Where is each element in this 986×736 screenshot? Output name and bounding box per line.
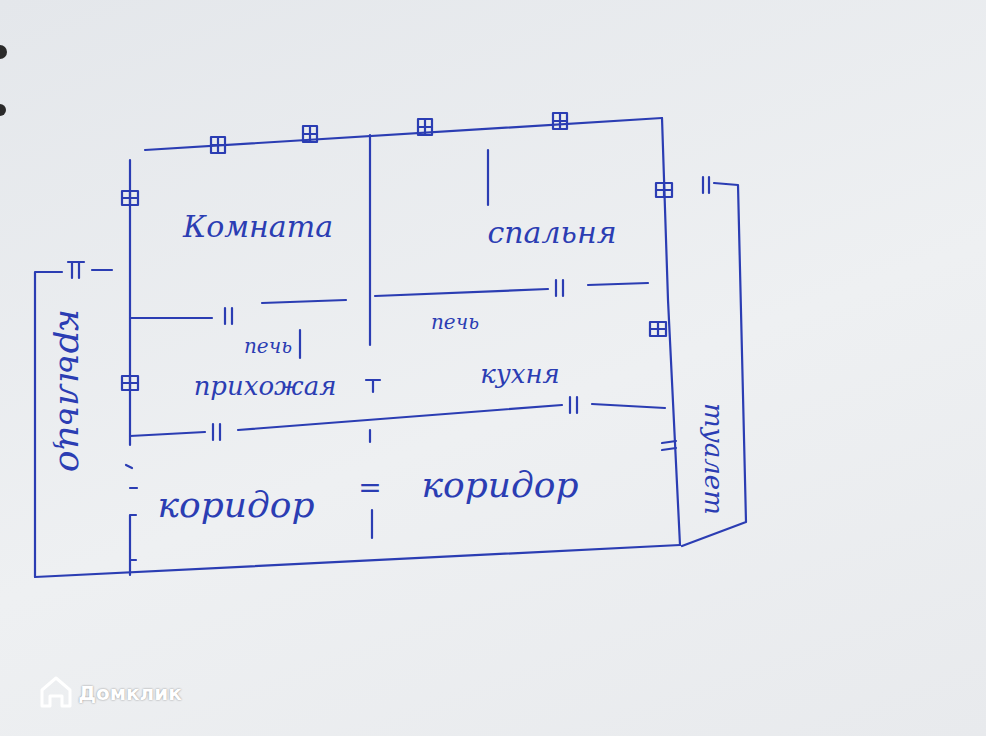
room-name: коридор bbox=[156, 484, 317, 525]
room-area: коридор bbox=[156, 484, 317, 528]
door-mark bbox=[556, 280, 563, 296]
door-mark bbox=[703, 177, 709, 193]
room-area: туалет bbox=[697, 402, 729, 518]
window-symbol bbox=[650, 322, 666, 336]
room-area: кухня bbox=[478, 360, 562, 392]
door-mark bbox=[662, 441, 676, 450]
partition-mark bbox=[366, 380, 380, 392]
wall bbox=[130, 300, 346, 318]
window-symbol bbox=[122, 376, 138, 390]
window-symbol bbox=[303, 126, 317, 142]
window-symbol bbox=[553, 113, 567, 129]
binder-hole bbox=[0, 104, 6, 116]
watermark: Домклик bbox=[78, 682, 182, 705]
room-area: Комната bbox=[181, 210, 336, 247]
room-name: коридор bbox=[420, 464, 581, 505]
room-name: кухня bbox=[478, 360, 562, 390]
door-mark bbox=[570, 397, 577, 413]
door-mark bbox=[225, 308, 232, 324]
wall bbox=[487, 150, 489, 205]
stove-mark bbox=[299, 330, 301, 358]
window-symbol bbox=[656, 183, 672, 197]
wall bbox=[130, 404, 665, 436]
binder-hole bbox=[0, 45, 7, 59]
room-name: туалет bbox=[698, 401, 728, 517]
wall bbox=[369, 135, 371, 345]
watermark-icon bbox=[42, 678, 70, 706]
window-symbol bbox=[122, 191, 138, 205]
stove-label: печь bbox=[431, 311, 479, 334]
room-area: крыльцо bbox=[50, 308, 94, 476]
toilet-outline bbox=[682, 183, 746, 546]
room-area: спальня bbox=[485, 216, 619, 253]
room-name: Комната bbox=[181, 210, 336, 245]
room-area: прихожая bbox=[192, 372, 339, 404]
window-symbol bbox=[418, 119, 432, 135]
wall bbox=[375, 283, 648, 296]
window-symbol bbox=[211, 137, 225, 153]
porch-door bbox=[126, 465, 137, 575]
room-area: коридор bbox=[420, 464, 581, 508]
door-mark bbox=[213, 424, 220, 440]
room-name: спальня bbox=[485, 216, 619, 251]
porch-outline bbox=[35, 270, 112, 577]
room-name: крыльцо bbox=[51, 307, 92, 475]
room-name: прихожая bbox=[192, 372, 339, 402]
wall bbox=[35, 545, 680, 577]
door-mark bbox=[68, 262, 84, 278]
stove-label: печь bbox=[244, 335, 292, 358]
equals-mark: = bbox=[358, 472, 381, 504]
